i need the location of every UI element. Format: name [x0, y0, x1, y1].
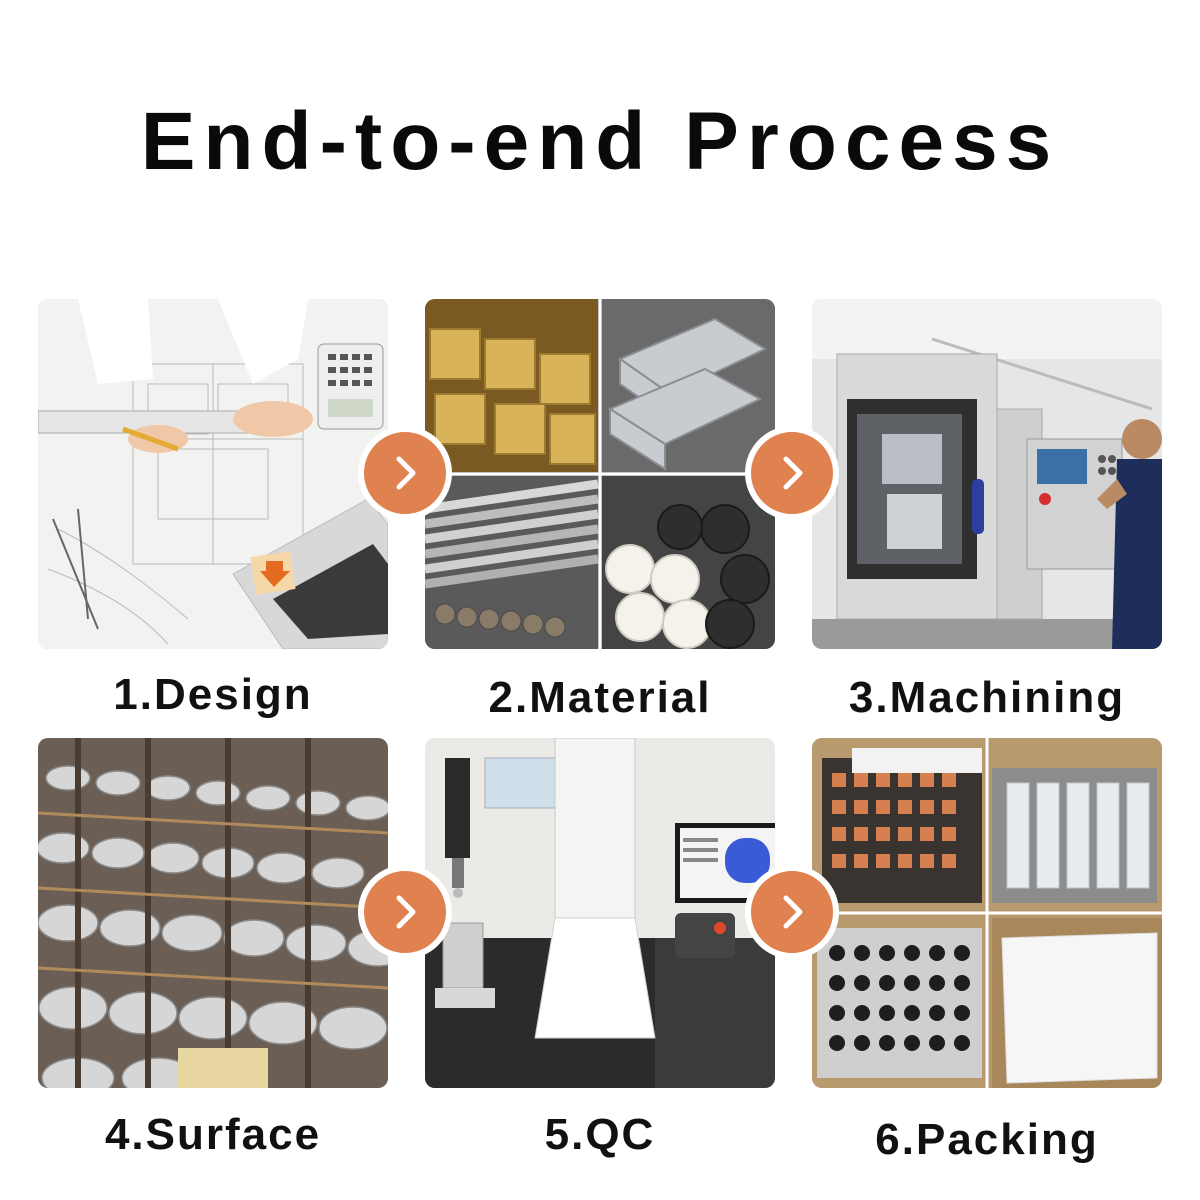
step-label-material: 2.Material	[488, 673, 712, 722]
step-label-qc: 5.QC	[544, 1110, 656, 1159]
chevron-right-icon	[783, 895, 803, 929]
surface-image	[38, 738, 388, 1088]
material-image	[425, 299, 775, 649]
packing-image	[812, 738, 1162, 1088]
chevron-right-icon	[396, 895, 416, 929]
next-step-arrow	[745, 426, 839, 520]
design-image	[38, 299, 388, 649]
page-title: End-to-end Process	[140, 96, 1060, 187]
step-label-surface: 4.Surface	[104, 1110, 322, 1159]
next-step-arrow	[358, 865, 452, 959]
chevron-right-icon	[396, 456, 416, 490]
machining-image	[812, 299, 1162, 649]
qc-image	[425, 738, 775, 1088]
chevron-right-icon	[783, 456, 803, 490]
step-label-design: 1.Design	[113, 670, 313, 719]
step-label-machining: 3.Machining	[848, 673, 1126, 722]
next-step-arrow	[745, 865, 839, 959]
step-label-packing: 6.Packing	[875, 1115, 1099, 1164]
next-step-arrow	[358, 426, 452, 520]
